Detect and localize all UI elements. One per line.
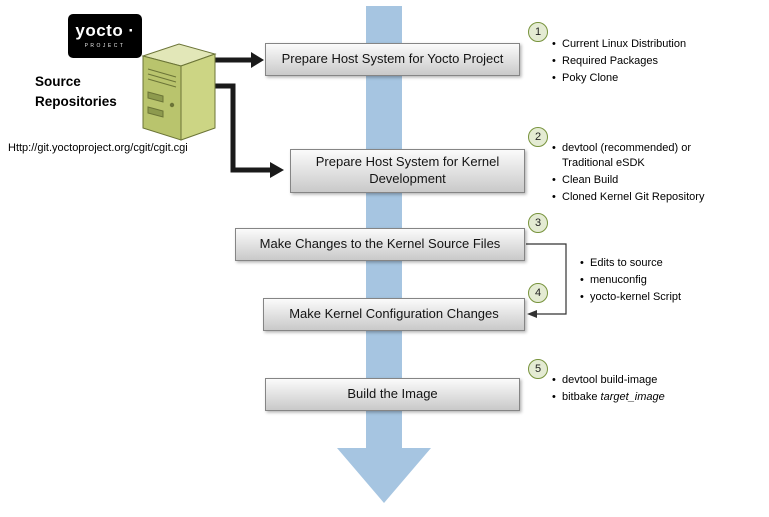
yocto-logo: yocto · PROJECT <box>68 14 142 58</box>
arrow-server-to-step1 <box>214 52 264 68</box>
bullet-item: Required Packages <box>551 54 763 69</box>
yocto-logo-subtitle: PROJECT <box>84 43 126 49</box>
server-icon <box>141 43 217 141</box>
connector-steps-3-4 <box>526 243 567 318</box>
step-5-bullets: devtool build-image bitbake target_image <box>551 373 763 407</box>
bullet-item: yocto-kernel Script <box>579 290 754 305</box>
bullet-text: devtool (recommended) or <box>562 142 692 154</box>
step-number-1: 1 <box>528 22 548 42</box>
bullet-item: Current Linux Distribution <box>551 37 763 52</box>
step-box-make-source-changes: Make Changes to the Kernel Source Files <box>235 228 525 261</box>
step-number-3: 3 <box>528 213 548 233</box>
step-number-5: 5 <box>528 359 548 379</box>
step-box-build-image: Build the Image <box>265 378 520 411</box>
arrow-server-to-step2 <box>213 83 284 178</box>
source-repositories-url: Http://git.yoctoproject.org/cgit/cgit.cg… <box>8 142 188 154</box>
yocto-logo-title: yocto · <box>75 21 135 40</box>
bullet-item: menuconfig <box>579 273 754 288</box>
bullet-item: devtool build-image <box>551 373 763 388</box>
step-2-bullets: devtool (recommended) or Traditional eSD… <box>551 141 763 207</box>
step-label: Prepare Host System for Kernel Developme… <box>315 154 500 186</box>
step-label: Make Changes to the Kernel Source Files <box>259 236 501 252</box>
step-1-bullets: Current Linux Distribution Required Pack… <box>551 37 763 88</box>
step-label: Prepare Host System for Yocto Project <box>281 51 504 67</box>
step-label: Build the Image <box>347 386 438 402</box>
bullet-text-italic: target_image <box>600 390 665 403</box>
step-box-prepare-host-kernel: Prepare Host System for Kernel Developme… <box>290 149 525 193</box>
bullet-item: bitbake target_image <box>551 390 763 405</box>
bullet-item: Poky Clone <box>551 71 763 86</box>
steps-3-4-shared-bullets: Edits to source menuconfig yocto-kernel … <box>579 256 754 307</box>
bullet-item: Edits to source <box>579 256 754 271</box>
bullet-text-continued: Traditional eSDK <box>562 156 645 169</box>
step-number-4: 4 <box>528 283 548 303</box>
bullet-item: Cloned Kernel Git Repository <box>551 190 763 205</box>
step-box-prepare-host-yocto: Prepare Host System for Yocto Project <box>265 43 520 76</box>
step-number-2: 2 <box>528 127 548 147</box>
step-box-make-config-changes: Make Kernel Configuration Changes <box>263 298 525 331</box>
step-label: Make Kernel Configuration Changes <box>289 306 499 322</box>
bullet-item: devtool (recommended) or Traditional eSD… <box>551 141 763 171</box>
bullet-item: Clean Build <box>551 173 763 188</box>
source-repositories-label: Source Repositories <box>35 74 117 109</box>
bullet-text: bitbake <box>562 390 601 403</box>
